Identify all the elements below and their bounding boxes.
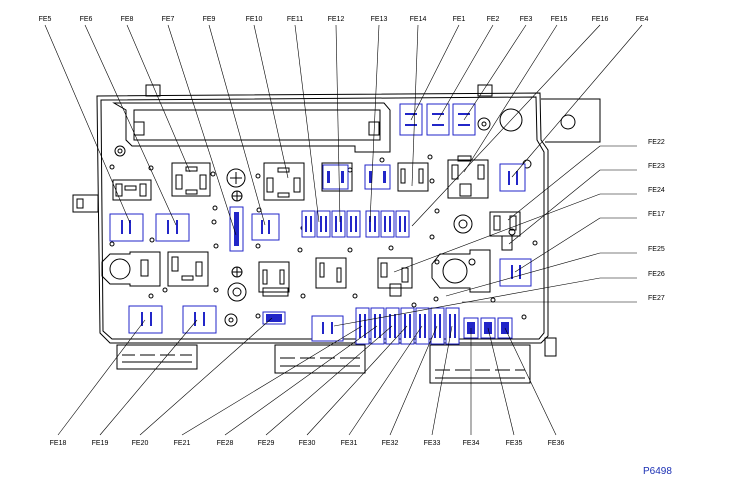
callout-labels-top: FE5 FE6 FE8 FE7 FE9 FE10 FE11 FE12 FE13 … bbox=[39, 16, 649, 23]
label-fe12: FE12 bbox=[328, 16, 345, 23]
label-fe31: FE31 bbox=[341, 440, 358, 447]
label-fe24: FE24 bbox=[648, 187, 665, 194]
label-fe26: FE26 bbox=[648, 271, 665, 278]
callout-leader-lines bbox=[44, 24, 643, 436]
label-fe22: FE22 bbox=[648, 139, 665, 146]
label-fe1: FE1 bbox=[453, 16, 466, 23]
label-fe29: FE29 bbox=[258, 440, 275, 447]
callout-labels-right: FE22 FE23 FE24 FE17 FE25 FE26 FE27 bbox=[648, 139, 665, 302]
label-fe19: FE19 bbox=[92, 440, 109, 447]
label-fe17: FE17 bbox=[648, 211, 665, 218]
label-fe9: FE9 bbox=[203, 16, 216, 23]
fuse-box-housing bbox=[72, 84, 601, 384]
figure-reference: P6498 bbox=[643, 466, 672, 477]
label-fe2: FE2 bbox=[487, 16, 500, 23]
label-fe10: FE10 bbox=[246, 16, 263, 23]
label-fe15: FE15 bbox=[551, 16, 568, 23]
label-fe5: FE5 bbox=[39, 16, 52, 23]
label-fe6: FE6 bbox=[80, 16, 93, 23]
label-fe36: FE36 bbox=[548, 440, 565, 447]
label-fe7: FE7 bbox=[162, 16, 175, 23]
label-fe3: FE3 bbox=[520, 16, 533, 23]
label-fe28: FE28 bbox=[217, 440, 234, 447]
label-fe35: FE35 bbox=[506, 440, 523, 447]
label-fe34: FE34 bbox=[463, 440, 480, 447]
label-fe16: FE16 bbox=[592, 16, 609, 23]
label-fe27: FE27 bbox=[648, 295, 665, 302]
label-fe25: FE25 bbox=[648, 246, 665, 253]
label-fe13: FE13 bbox=[371, 16, 388, 23]
label-fe23: FE23 bbox=[648, 163, 665, 170]
label-fe4: FE4 bbox=[636, 16, 649, 23]
label-fe33: FE33 bbox=[424, 440, 441, 447]
label-fe11: FE11 bbox=[287, 16, 303, 23]
label-fe20: FE20 bbox=[132, 440, 149, 447]
label-fe18: FE18 bbox=[50, 440, 67, 447]
label-fe30: FE30 bbox=[299, 440, 316, 447]
highlighted-fuses-relays bbox=[109, 103, 532, 345]
callout-labels-bottom: FE18 FE19 FE20 FE21 FE28 FE29 FE30 FE31 … bbox=[50, 440, 565, 447]
label-fe14: FE14 bbox=[410, 16, 427, 23]
label-fe32: FE32 bbox=[382, 440, 399, 447]
label-fe21: FE21 bbox=[174, 440, 191, 447]
label-fe8: FE8 bbox=[121, 16, 134, 23]
